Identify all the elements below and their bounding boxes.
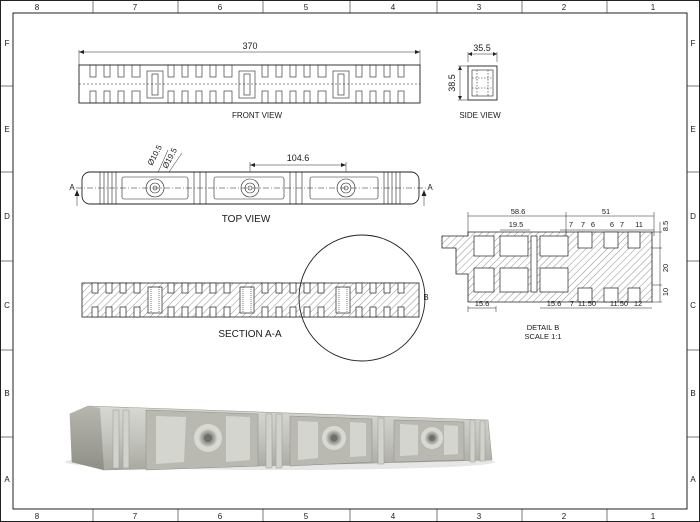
detail-dim: 7 [620, 220, 624, 229]
detail-view-scale: SCALE 1:1 [524, 332, 561, 341]
detail-dim: 20 [661, 264, 670, 272]
product-photo [65, 405, 495, 471]
detail-callout-circle: B [298, 234, 429, 362]
detail-dim: 6 [591, 220, 595, 229]
side-height-dimension: 38.5 [447, 65, 468, 101]
zone-row-label: C [4, 301, 10, 310]
detail-dim: 10 [661, 288, 670, 296]
front-view: 370 [78, 41, 421, 120]
zone-row-label: F [5, 39, 10, 48]
zone-col-label: 6 [218, 3, 223, 12]
detail-top-dimensions: 58.6 19.5 51 7 7 6 6 7 11 [467, 207, 655, 236]
zone-row-label: B [4, 389, 9, 398]
zone-col-label: 3 [477, 3, 482, 12]
side-view-caption: SIDE VIEW [459, 111, 501, 120]
side-view: 35.5 38.5 SIDE VIEW [447, 43, 501, 120]
front-length-dimension: 370 [78, 41, 421, 65]
zone-col-label: 7 [133, 3, 138, 12]
zone-row-label: E [4, 125, 9, 134]
detail-dim: 15.6 [475, 299, 490, 308]
detail-dim: 6 [610, 220, 614, 229]
zone-col-label: 8 [35, 512, 40, 521]
detail-view: 58.6 19.5 51 7 7 6 6 7 11 8.5 20 10 [441, 207, 670, 341]
zone-col-label: 5 [304, 3, 309, 12]
section-arrow-left: A [69, 183, 80, 206]
zone-row-label: F [691, 39, 696, 48]
zone-col-label: 5 [304, 512, 309, 521]
detail-dim: 8.5 [661, 221, 670, 231]
detail-view-caption: DETAIL B [527, 323, 560, 332]
zone-col-label: 8 [35, 3, 40, 12]
front-view-caption: FRONT VIEW [232, 111, 283, 120]
detail-right-dimensions: 8.5 20 10 [652, 221, 670, 303]
detail-dim: 58.6 [511, 207, 526, 216]
front-length-value: 370 [242, 41, 257, 51]
photo-mounting-holes [194, 424, 443, 452]
detail-dim: 15.6 [547, 299, 562, 308]
side-width-value: 35.5 [473, 43, 491, 53]
top-pitch-value: 104.6 [287, 153, 310, 163]
zone-row-label: C [690, 301, 696, 310]
detail-dim: 11.50 [578, 299, 596, 308]
top-view: 104.6 Ø10.5 Ø19.5 [69, 143, 433, 225]
section-marker-left: A [69, 183, 75, 192]
top-view-caption: TOP VIEW [222, 214, 271, 225]
section-view-caption: SECTION A-A [218, 329, 282, 340]
zone-col-label: 1 [651, 512, 656, 521]
zone-row-label: A [690, 475, 696, 484]
detail-dim: 11.50 [610, 299, 628, 308]
detail-dim: 7 [581, 220, 585, 229]
zone-col-label: 4 [391, 3, 396, 12]
zone-col-label: 7 [133, 512, 138, 521]
detail-dim: 7 [569, 220, 573, 229]
detail-dim: 51 [602, 207, 610, 216]
zone-row-label: D [4, 212, 10, 221]
detail-dim: 19.5 [509, 220, 524, 229]
zone-row-label: E [690, 125, 695, 134]
side-height-value: 38.5 [447, 74, 457, 92]
detail-dim: 12 [634, 299, 642, 308]
zone-col-label: 3 [477, 512, 482, 521]
zone-row-label: B [690, 389, 695, 398]
zone-col-label: 4 [391, 512, 396, 521]
zone-col-label: 2 [562, 3, 567, 12]
zone-row-label: A [4, 475, 10, 484]
detail-bottom-dimensions: 15.6 15.6 7 11.50 11.50 12 [467, 299, 652, 312]
zone-col-label: 2 [562, 512, 567, 521]
zone-col-label: 6 [218, 512, 223, 521]
detail-marker: B [423, 293, 428, 302]
section-marker-right: A [427, 183, 433, 192]
detail-dim: 7 [570, 299, 574, 308]
zone-row-label: D [690, 212, 696, 221]
section-view: SECTION A-A B [81, 234, 429, 362]
hole-large-diameter: Ø19.5 [161, 146, 179, 170]
section-arrow-right: A [421, 183, 433, 206]
side-width-dimension: 35.5 [467, 43, 498, 62]
zone-col-label: 1 [651, 3, 656, 12]
detail-dim: 11 [635, 220, 643, 229]
